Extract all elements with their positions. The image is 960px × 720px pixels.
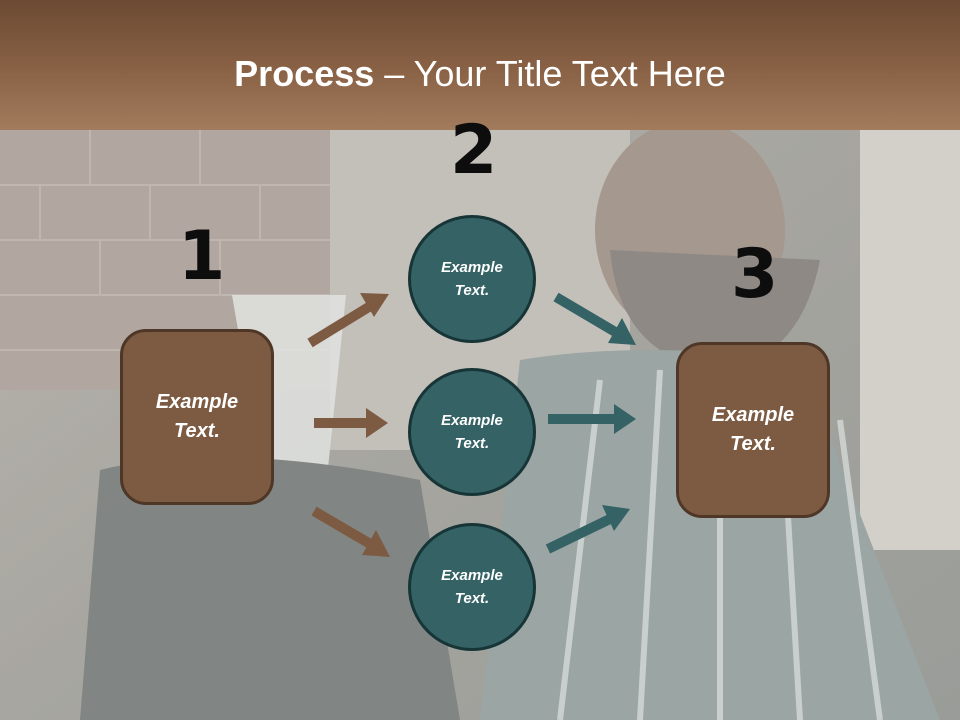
arrow-bottom-to-right: [545, 505, 630, 554]
arrow-left-to-middle: [314, 408, 388, 438]
right-step-box: Example Text.: [676, 342, 830, 518]
circle-top: Example Text.: [408, 215, 536, 343]
step-number-3: 3: [731, 235, 779, 314]
step-number-1: 1: [178, 217, 226, 296]
title-bold: Process: [234, 53, 375, 94]
arrow-middle-to-right: [548, 404, 636, 434]
slide-title: Process – Your Title Text Here: [0, 52, 960, 96]
step-number-2: 2: [450, 111, 498, 190]
arrow-left-to-bottom: [311, 506, 390, 557]
circle-middle: Example Text.: [408, 368, 536, 496]
title-rest: – Your Title Text Here: [374, 53, 726, 94]
left-step-box: Example Text.: [120, 329, 274, 505]
circle-bottom: Example Text.: [408, 523, 536, 651]
circle-middle-text: Example Text.: [441, 412, 503, 452]
left-step-text: Example Text.: [155, 391, 239, 442]
right-step-text: Example Text.: [711, 404, 795, 455]
circle-bottom-text: Example Text.: [441, 567, 503, 607]
arrow-top-to-right: [553, 292, 636, 345]
title-banner: [0, 0, 960, 130]
arrow-left-to-top: [307, 293, 389, 348]
circle-top-text: Example Text.: [441, 259, 503, 299]
